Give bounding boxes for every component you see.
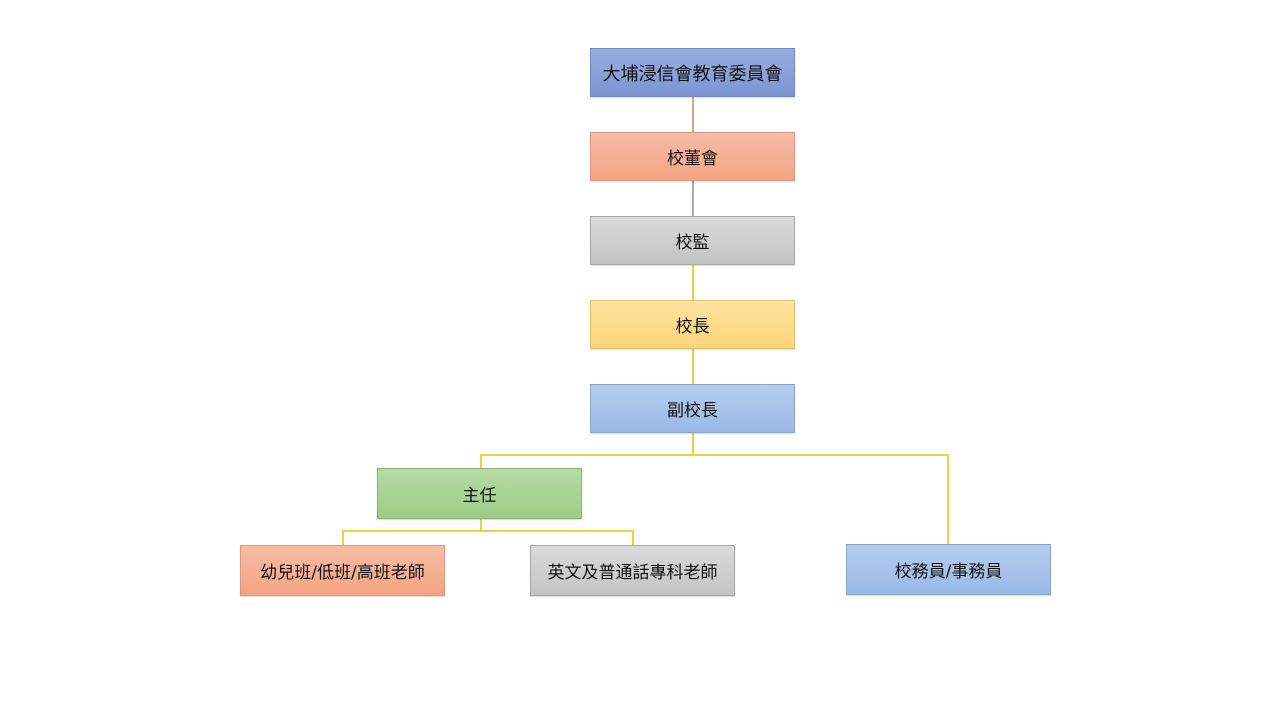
connector [692,433,694,455]
connector [342,530,344,545]
connector [342,530,634,532]
connector [692,349,694,384]
node-board: 校董會 [590,132,795,181]
node-class-teachers: 幼兒班/低班/高班老師 [240,545,445,596]
node-subject-teachers: 英文及普通話專科老師 [530,545,735,596]
node-supervisor: 校監 [590,216,795,265]
node-director: 主任 [377,468,582,519]
node-vice-principal: 副校長 [590,384,795,433]
connector [692,96,694,132]
connector [632,530,634,545]
connector [947,454,949,544]
node-committee: 大埔浸信會教育委員會 [590,48,795,97]
node-principal: 校長 [590,300,795,349]
connector [480,454,482,468]
connector [480,519,482,531]
connector [692,181,694,216]
connector [480,454,949,456]
connector [692,265,694,300]
node-staff: 校務員/事務員 [846,544,1051,595]
